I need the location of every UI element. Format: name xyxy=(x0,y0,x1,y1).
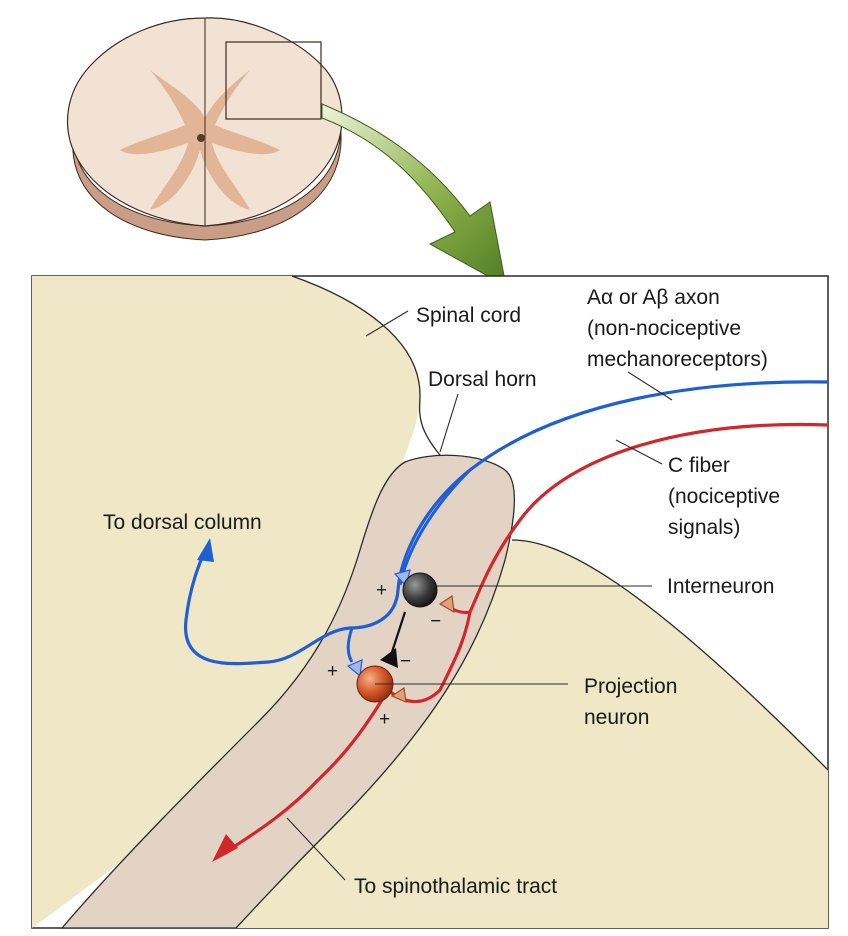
label-c-fiber-1: C fiber xyxy=(668,454,730,477)
interneuron-cell xyxy=(402,572,438,608)
synapse-c-projection xyxy=(390,686,407,703)
label-projection-1: Projection xyxy=(584,675,677,698)
interneuron-axon xyxy=(390,611,407,653)
label-spinal-cord: Spinal cord xyxy=(416,304,521,327)
leader-lines xyxy=(286,310,673,881)
a-beta-branch-projection xyxy=(346,627,354,663)
spinal-cord-region xyxy=(32,276,420,928)
a-beta-arrowhead xyxy=(197,538,214,562)
label-interneuron: Interneuron xyxy=(667,575,774,598)
sign-a-projection: + xyxy=(327,661,338,682)
synapse-c-interneuron xyxy=(438,594,455,614)
central-canal xyxy=(197,134,205,142)
label-c-fiber-2: (nociceptive xyxy=(668,485,780,508)
label-dorsal-horn: Dorsal horn xyxy=(428,368,537,391)
leader-spinal-cord xyxy=(365,310,409,337)
zoom-panel xyxy=(31,275,829,929)
leader-spinothalamic xyxy=(286,817,346,881)
spinal-cord-region-lower xyxy=(236,540,828,928)
sign-c-projection: + xyxy=(379,709,390,730)
spinal-cord-outline xyxy=(291,275,441,456)
a-beta-branch-interneuron xyxy=(398,468,472,586)
label-projection-2: neuron xyxy=(584,706,649,729)
label-c-fiber-3: signals) xyxy=(668,516,740,539)
label-to-dorsal-column: To dorsal column xyxy=(103,511,262,534)
zoom-arrow xyxy=(321,103,507,287)
zoom-box xyxy=(225,41,322,120)
leader-c-fiber xyxy=(615,439,663,465)
spinal-cord-cross-section xyxy=(66,17,343,241)
a-beta-axon xyxy=(184,380,829,666)
leader-dorsal-horn xyxy=(439,393,459,453)
c-fiber-arrowhead xyxy=(212,834,238,862)
leader-a-axon xyxy=(627,371,673,401)
label-a-axon-3: mechanoreceptors) xyxy=(587,348,768,371)
sign-c-interneuron: − xyxy=(430,611,441,632)
sign-a-interneuron: + xyxy=(376,580,387,601)
label-a-axon-2: (non-nociceptive xyxy=(587,317,741,340)
sign-interneuron-projection: − xyxy=(400,651,411,672)
synapse-interneuron-projection xyxy=(380,648,398,668)
spinal-cord-outline-lower xyxy=(511,539,829,771)
c-fiber xyxy=(225,422,829,854)
label-to-spinothalamic: To spinothalamic tract xyxy=(354,875,557,898)
label-a-axon-1: Aα or Aβ axon xyxy=(587,286,720,309)
synapse-a-projection xyxy=(346,659,363,678)
